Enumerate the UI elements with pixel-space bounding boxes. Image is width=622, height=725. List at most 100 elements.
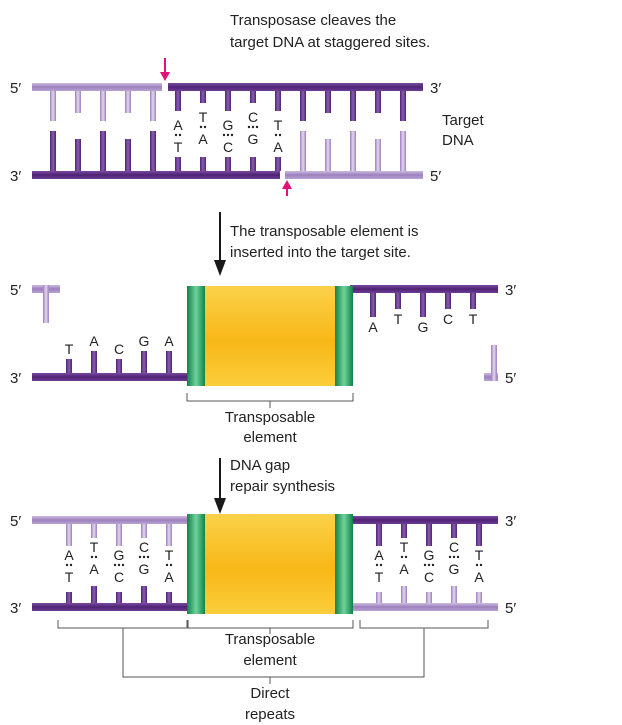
p2-top-base-4: C [443,311,453,327]
base-bottom-5: A [273,139,283,155]
p2-bottom-base-3: C [114,341,124,357]
p2-bottom-base-2: A [89,333,99,349]
rung-top [175,91,181,111]
rung-bottom [350,131,356,171]
p2-bottom-three-prime: 3′ [10,370,21,387]
rung-top [275,91,281,111]
rung-top [125,91,131,113]
p3-rung-top [116,524,122,546]
repair-caption-line1: DNA gap [230,457,290,474]
p3-left-bottom-base-4: G [139,561,150,577]
transposable-element [187,286,353,386]
cleavage-caption-line2: target DNA at staggered sites. [230,34,430,51]
p3-right-top-base-3: G [424,547,435,563]
p3-left-bottom-strand [32,603,188,611]
p2-bottom-five-prime: 5′ [505,370,516,387]
base-top-1: A [173,117,183,133]
p1-bottom-five-prime: 5′ [430,168,441,185]
overhang-rung-left [66,359,72,373]
p2-top-base-2: T [394,311,403,327]
rung-bottom [125,139,131,171]
rung-bottom [175,157,181,171]
rung-top [400,91,406,121]
base-top-2: T [199,109,208,125]
p3-element-bracket [186,620,354,634]
p3-rung-top [91,524,97,538]
element-core [205,286,335,386]
rung-bottom [250,157,256,171]
repair-caption-line2: repair synthesis [230,478,335,495]
step-arrow-repair [214,458,226,514]
rung-top [75,91,81,113]
target-base-pairs: A T T A G C C G T A [173,109,283,155]
left-repeat-bracket [57,620,189,629]
panel-insertion: T A C G A A T G C T 5′ 3′ 3′ 5′ Transpos… [10,282,516,446]
p3-right-top-base-2: T [400,539,409,555]
overhang-rung-right [420,293,426,317]
rung-top [100,91,106,121]
panel-repaired: A T T A G C C G T A A T T A G C C G T A [10,513,516,723]
element-right-end [335,286,353,386]
target-dna-label-line2: DNA [442,132,474,149]
rung-bottom [300,131,306,171]
rung-bottom [75,139,81,171]
p3-base-pair-rungs [66,524,482,603]
rung-top [200,91,206,103]
p3-left-top-strand [32,516,188,524]
p3-right-top-base-4: C [449,539,459,555]
rung-top [150,91,156,121]
left-bottom-strand [32,373,187,381]
p3-rung-bottom [166,592,172,603]
insertion-caption-line2: inserted into the target site. [230,244,411,261]
base-bottom-3: C [223,139,233,155]
overhang-rung-right [470,293,476,309]
overhang-rung-left [91,351,97,373]
p2-top-base-1: A [368,319,378,335]
top-strand-right [168,83,423,91]
rung-top [350,91,356,121]
rung-top [325,91,331,113]
insertion-caption-line1: The transposable element is [230,223,418,240]
p3-right-bottom-base-2: A [399,561,409,577]
p3-bottom-five-prime: 5′ [505,600,516,617]
overhang-rung-right [370,293,376,317]
base-pair-rungs [50,91,406,171]
p3-transposable-element [187,514,353,614]
base-bottom-4: G [248,131,259,147]
p3-right-bottom-base-5: A [474,569,484,585]
p3-rung-bottom [401,586,407,603]
element-left-end [187,286,205,386]
p3-bottom-three-prime: 3′ [10,600,21,617]
p3-right-top-base-1: A [374,547,384,563]
bottom-cleavage-arrow [282,180,292,196]
overhang-rung-right [395,293,401,309]
bottom-strand-right [285,171,423,179]
p3-right-bottom-base-3: C [424,569,434,585]
p3-left-top-base-2: T [90,539,99,555]
p3-rung-top [376,524,382,546]
p3-rung-top [401,524,407,538]
rung-bottom [50,131,56,171]
p2-top-three-prime: 3′ [505,282,516,299]
rung-bottom [225,157,231,171]
p2-top-base-3: G [418,319,429,335]
p3-rung-bottom [91,586,97,603]
p3-right-bottom-base-4: G [449,561,460,577]
p3-rung-bottom [451,586,457,603]
rung-top [50,91,56,121]
p1-top-five-prime: 5′ [10,80,21,97]
p3-rung-bottom [476,592,482,603]
rung-bottom [150,131,156,171]
p3-rung-top [166,524,172,546]
step-arrow-insertion [214,212,226,276]
p1-top-three-prime: 3′ [430,80,441,97]
p1-bottom-three-prime: 3′ [10,168,21,185]
rung-top [300,91,306,121]
p3-element-label-line2: element [243,652,297,669]
rung-top [250,91,256,103]
direct-repeats-label-line1: Direct [250,685,290,702]
base-top-4: C [248,109,258,125]
direct-repeats-label-line2: repeats [245,706,295,723]
p3-left-bottom-base-2: A [89,561,99,577]
